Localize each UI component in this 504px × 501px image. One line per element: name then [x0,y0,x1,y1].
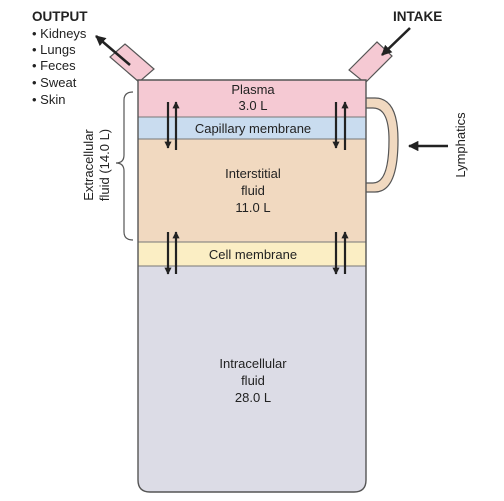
interstitial-label-line1: Interstitial [225,166,281,181]
interstitial-volume: 11.0 L [235,200,270,215]
capillary-membrane-band [138,117,366,139]
lymphatic-loop [363,97,399,193]
cell-membrane-label: Cell membrane [209,247,297,262]
intracellular-compartment [138,266,366,492]
interstitial-label-line2: fluid [241,183,265,198]
intracellular-volume: 28.0 L [235,390,271,405]
intracellular-label-line1: Intracellular [219,356,287,371]
extracellular-label-line1: Extracellular [81,129,96,201]
output-tube [109,43,155,83]
output-item: • Skin [32,92,65,107]
intake-tube [348,41,393,84]
output-title: OUTPUT [32,9,88,24]
container-outline [137,79,367,493]
intake-title: INTAKE [393,9,442,24]
output-item: • Sweat [32,75,77,90]
plasma-label: Plasma [231,82,275,97]
extracellular-brace [115,91,134,241]
intracellular-label-line2: fluid [241,373,265,388]
output-item: • Feces [32,58,76,73]
output-item: • Lungs [32,42,76,57]
capillary-membrane-label: Capillary membrane [195,121,311,136]
output-item: • Kidneys [32,26,87,41]
plasma-volume: 3.0 L [239,98,268,113]
intake-arrow [381,27,411,56]
output-arrow [95,35,131,66]
extracellular-label-line2: fluid (14.0 L) [97,129,112,201]
interstitial-compartment [138,139,366,242]
lymphatics-label: Lymphatics [453,112,468,178]
